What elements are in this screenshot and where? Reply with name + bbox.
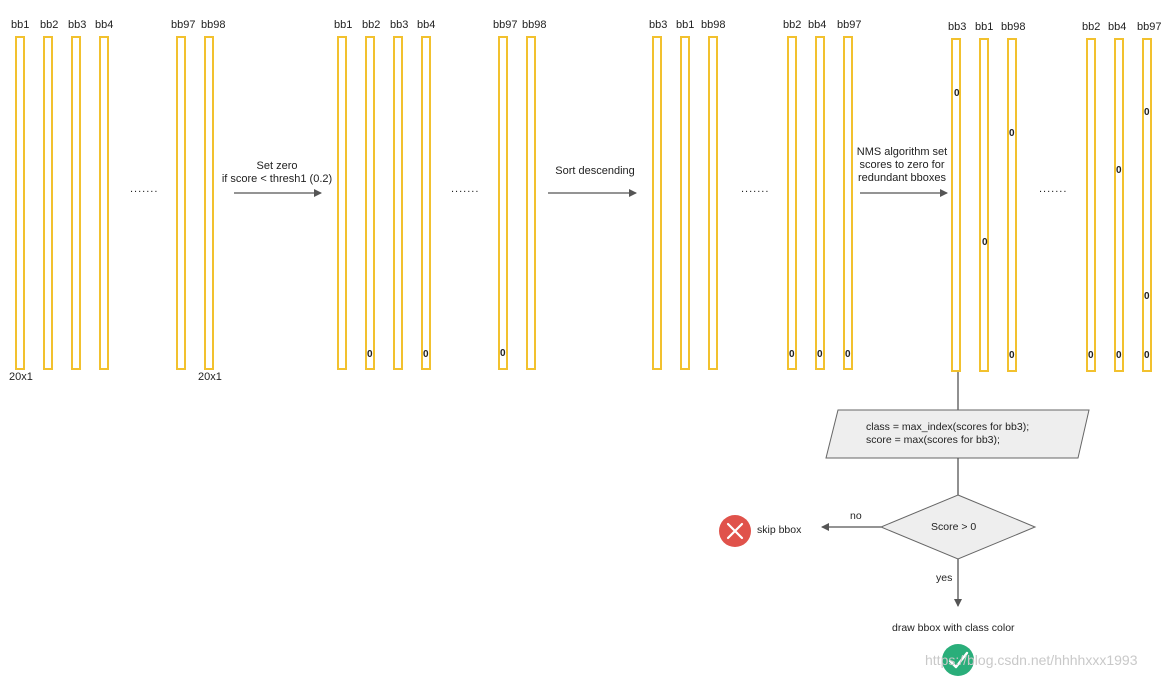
column-label: bb97 [1137,21,1162,33]
column-label: bb4 [417,19,436,31]
step-nms-caption: NMS algorithm set scores to zero for red… [851,146,953,185]
score-column [951,38,961,372]
column-label: bb1 [11,19,30,31]
caption-line: if score < thresh1 (0.2) [221,173,333,185]
score-column [652,36,662,370]
zero-score: 0 [817,349,823,360]
column-label: bb2 [783,19,802,31]
column-label: bb3 [390,19,409,31]
ellipsis: ....... [130,183,159,195]
score-column [99,36,109,370]
zero-score: 0 [1009,350,1015,361]
score-column [815,36,825,370]
score-column [393,36,403,370]
decision-text: Score > 0 [931,521,977,533]
score-column [1086,38,1096,372]
skip-bbox-label: skip bbox [757,524,802,536]
ellipsis: ....... [451,183,480,195]
dimension-label: 20x1 [9,371,33,383]
score-column [1007,38,1017,372]
column-label: bb98 [701,19,726,31]
column-label: bb3 [68,19,87,31]
caption-line: Sort descending [555,165,635,177]
zero-score: 0 [982,237,988,248]
score-column [708,36,718,370]
column-label: bb3 [649,19,668,31]
zero-score: 0 [1144,291,1150,302]
no-label: no [850,510,862,522]
column-label: bb98 [522,19,547,31]
caption-line: NMS algorithm set [856,146,948,158]
draw-bbox-label: draw bbox with class color [892,622,1015,634]
zero-score: 0 [500,348,506,359]
caption-line: scores to zero for [859,159,945,171]
column-label: bb98 [1001,21,1026,33]
zero-score: 0 [789,349,795,360]
score-column [979,38,989,372]
zero-score: 0 [1116,165,1122,176]
zero-score: 0 [954,88,960,99]
caption-line: redundant bboxes [857,172,947,184]
column-label: bb1 [975,21,994,33]
zero-score: 0 [1088,350,1094,361]
zero-score: 0 [845,349,851,360]
column-label: bb4 [808,19,827,31]
score-column [15,36,25,370]
score-column [337,36,347,370]
score-column [498,36,508,370]
ellipsis: ....... [1039,183,1068,195]
assign-parallelogram [825,409,1090,459]
score-column [1142,38,1152,372]
column-label: bb1 [676,19,695,31]
zero-score: 0 [1009,128,1015,139]
score-column [204,36,214,370]
column-label: bb3 [948,21,967,33]
column-label: bb2 [1082,21,1101,33]
column-label: bb98 [201,19,226,31]
column-label: bb4 [1108,21,1127,33]
score-column [421,36,431,370]
dimension-label: 20x1 [198,371,222,383]
column-label: bb97 [171,19,196,31]
score-column [787,36,797,370]
zero-score: 0 [1116,350,1122,361]
zero-score: 0 [367,349,373,360]
watermark: https://blog.csdn.net/hhhhxxx1993 [925,652,1138,668]
score-column [43,36,53,370]
skip-icon [719,515,751,547]
column-label: bb97 [837,19,862,31]
step-set-zero-caption: Set zero if score < thresh1 (0.2) [212,160,342,186]
step-sort-caption: Sort descending [545,165,645,178]
column-label: bb2 [362,19,381,31]
column-label: bb97 [493,19,518,31]
score-column [526,36,536,370]
assign-line: score = max(scores for bb3); [866,434,1000,446]
yes-label: yes [936,572,953,584]
score-column [680,36,690,370]
column-label: bb4 [95,19,114,31]
check-icon [942,644,974,676]
column-label: bb1 [334,19,353,31]
score-column [176,36,186,370]
score-column [365,36,375,370]
score-column [71,36,81,370]
ellipsis: ....... [741,183,770,195]
assign-text: class = max_index(scores for bb3); score… [866,421,1029,447]
zero-score: 0 [1144,107,1150,118]
assign-line: class = max_index(scores for bb3); [866,421,1030,433]
column-label: bb2 [40,19,59,31]
zero-score: 0 [423,349,429,360]
caption-line: Set zero [256,160,298,172]
score-column [1114,38,1124,372]
score-column [843,36,853,370]
zero-score: 0 [1144,350,1150,361]
